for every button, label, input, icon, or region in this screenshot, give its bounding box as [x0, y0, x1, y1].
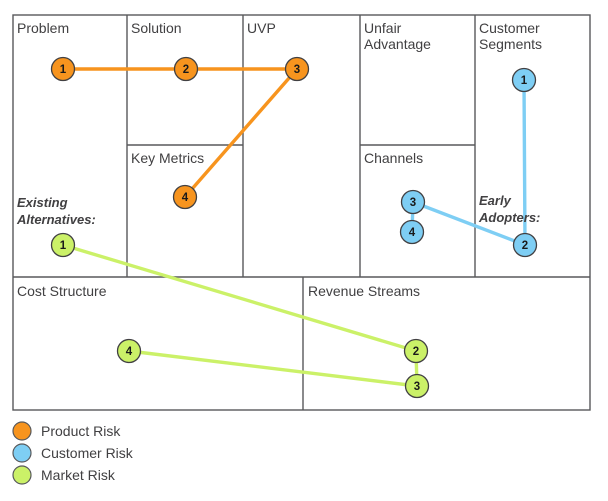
risk-edge-market-4-3: [127, 349, 419, 388]
annotation-early-adopters: Early Adopters:: [479, 193, 541, 225]
risk-node-product-1: [50, 56, 76, 82]
legend-label-customer-risk: Customer Risk: [41, 444, 133, 461]
risk-node-product-3: [284, 56, 310, 82]
annotation-existing-alternatives: Existing Alternatives:: [17, 195, 96, 227]
risk-edge-customer-3-2: [411, 200, 527, 247]
section-title-problem: Problem: [17, 20, 70, 36]
market-risk-swatch-icon: [12, 464, 32, 485]
risk-node-customer-2: [512, 232, 538, 258]
risk-node-number: 4: [182, 192, 189, 204]
risk-group-market: 1 2 3 4: [50, 232, 430, 399]
product-risk-swatch-icon: [12, 420, 32, 441]
section-title-key-metrics: Key Metrics: [131, 150, 205, 166]
section-title-unfair-advantage: Unfair Advantage: [364, 20, 431, 52]
risk-node-market-2: [403, 338, 429, 364]
risk-node-customer-1: [511, 67, 537, 93]
risk-node-number: 4: [126, 346, 133, 358]
section-title-customer-segments: Customer Segments: [479, 20, 543, 52]
risk-node-number: 3: [294, 64, 300, 76]
risk-node-product-4: [172, 184, 198, 210]
section-title-channels: Channels: [364, 150, 424, 166]
risk-node-customer-3: [400, 189, 426, 215]
legend-item-market-risk: Market Risk: [12, 464, 133, 485]
risk-node-number: 2: [183, 64, 189, 76]
section-title-cost-structure: Cost Structure: [17, 283, 107, 299]
section-title-solution: Solution: [131, 20, 182, 36]
risk-group-product: 1 2 3 4: [50, 56, 310, 210]
risk-edge-market-1-2: [61, 243, 418, 353]
risk-node-number: 2: [413, 346, 419, 358]
risk-node-market-1: [50, 232, 76, 258]
risk-edge-customer-1-2: [522, 78, 527, 247]
section-title-revenue-streams: Revenue Streams: [308, 283, 421, 299]
customer-risk-swatch-icon: [12, 442, 32, 463]
risk-node-number: 2: [522, 240, 528, 252]
risk-node-product-2: [173, 56, 199, 82]
risk-node-number: 3: [410, 197, 416, 209]
risk-node-number: 1: [60, 64, 67, 76]
section-title-uvp: UVP: [247, 20, 276, 36]
risk-node-number: 4: [409, 227, 416, 239]
legend-item-product-risk: Product Risk: [12, 420, 133, 441]
risk-node-number: 1: [521, 75, 528, 87]
legend-label-product-risk: Product Risk: [41, 422, 121, 439]
risk-layer: 1 2 3 4 1 2 3 4 1 2 3 4: [50, 56, 538, 399]
risk-node-market-4: [116, 338, 142, 364]
legend: Product Risk Customer Risk Market Risk: [12, 420, 133, 487]
canvas-grid: [12, 14, 591, 411]
risk-node-number: 3: [414, 381, 420, 393]
risk-group-customer: 1 2 3 4: [399, 67, 538, 258]
risk-node-number: 1: [60, 240, 67, 252]
risk-edge-product-3-4: [183, 67, 299, 199]
risk-node-market-3: [404, 373, 430, 399]
risk-node-customer-4: [399, 219, 425, 245]
legend-item-customer-risk: Customer Risk: [12, 442, 133, 463]
legend-label-market-risk: Market Risk: [41, 466, 115, 483]
